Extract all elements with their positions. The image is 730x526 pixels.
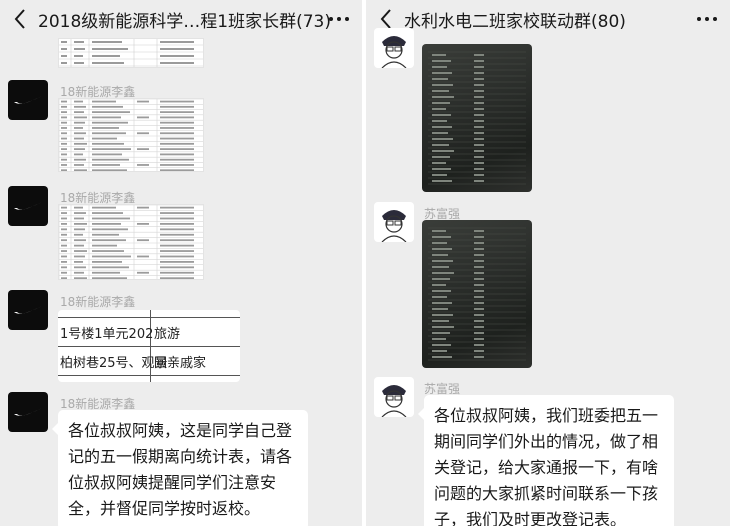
chat-pane-right: 水利水电二班家校联动群(80) 苏富强 xyxy=(366,0,730,526)
table-gridline xyxy=(58,375,240,376)
sender-name: 18新能源李鑫 xyxy=(60,397,136,411)
spreadsheet-image-message[interactable] xyxy=(58,98,204,172)
back-arrow-icon[interactable] xyxy=(10,6,32,32)
sender-name: 苏富强 xyxy=(424,207,461,221)
table-gridline xyxy=(58,346,240,347)
spreadsheet-thumbnail xyxy=(59,205,203,279)
sender-name: 苏富强 xyxy=(424,382,461,396)
nike-swoosh-icon xyxy=(14,306,42,314)
chat-pane-left: 2018级新能源科学…程1班家长群(73) 18新能源李鑫 xyxy=(0,0,362,526)
back-arrow-icon[interactable] xyxy=(376,6,398,32)
sender-avatar[interactable] xyxy=(8,80,48,120)
sketch-portrait-icon xyxy=(381,385,407,417)
chat-title: 水利水电二班家校联动群(80) xyxy=(404,12,626,32)
address-cell: 柏树巷25号、观景 xyxy=(60,356,168,371)
more-options-icon[interactable] xyxy=(694,9,720,29)
photographed-register-sheet xyxy=(428,51,526,185)
more-options-icon[interactable] xyxy=(326,9,352,29)
address-sheet-image-message[interactable]: 1号楼1单元202 旅游 柏树巷25号、观景 回亲戚家 xyxy=(58,310,240,382)
nike-swoosh-icon xyxy=(14,96,42,104)
text-message-bubble[interactable]: 各位叔叔阿姨，这是同学自己登记的五一假期离向统计表，请各位叔叔阿姨提醒同学们注意… xyxy=(52,410,308,526)
sender-avatar[interactable] xyxy=(374,28,414,68)
photo-image-message[interactable] xyxy=(422,44,532,192)
chat-header-left: 2018级新能源科学…程1班家长群(73) xyxy=(0,0,362,38)
destination-cell: 回亲戚家 xyxy=(154,356,207,371)
chat-header-right: 水利水电二班家校联动群(80) xyxy=(366,0,730,38)
sender-avatar[interactable] xyxy=(374,202,414,242)
spreadsheet-image-message[interactable] xyxy=(58,204,204,280)
sender-name: 18新能源李鑫 xyxy=(60,295,136,309)
sender-avatar[interactable] xyxy=(8,290,48,330)
spreadsheet-thumbnail xyxy=(59,39,203,67)
text-message-bubble[interactable]: 各位叔叔阿姨，我们班委把五一期间同学们外出的情况，做了相关登记，给大家通报一下，… xyxy=(418,395,674,526)
nike-swoosh-icon xyxy=(14,408,42,416)
photographed-register-sheet xyxy=(428,227,526,361)
sender-avatar[interactable] xyxy=(8,186,48,226)
photo-image-message[interactable] xyxy=(422,220,532,368)
sender-name: 18新能源李鑫 xyxy=(60,85,136,99)
nike-swoosh-icon xyxy=(14,202,42,210)
sender-name: 18新能源李鑫 xyxy=(60,191,136,205)
table-gridline xyxy=(58,317,240,318)
sketch-portrait-icon xyxy=(381,210,407,242)
sender-avatar[interactable] xyxy=(374,377,414,417)
address-cell: 1号楼1单元202 xyxy=(60,327,154,342)
spreadsheet-thumbnail xyxy=(59,99,203,171)
sketch-portrait-icon xyxy=(381,36,407,68)
destination-cell: 旅游 xyxy=(154,327,181,342)
spreadsheet-image-message[interactable] xyxy=(58,38,204,68)
table-gridline xyxy=(150,310,151,382)
sender-avatar[interactable] xyxy=(8,392,48,432)
chat-title: 2018级新能源科学…程1班家长群(73) xyxy=(38,12,331,32)
